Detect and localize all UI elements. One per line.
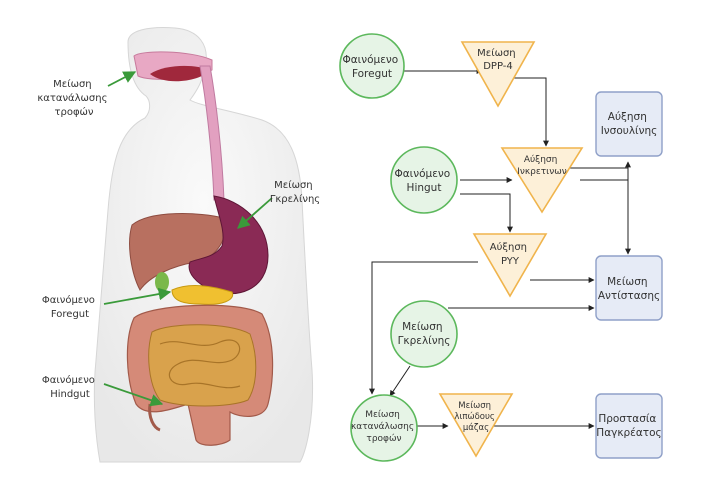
- label-foregut: Φαινόμενο Foregut: [42, 294, 98, 320]
- node-incretins: Αύξηση Ινκρετινων: [500, 147, 584, 214]
- label-reduce-food-intake: Μείωση κατανάλωσης τροφών: [37, 78, 110, 118]
- arrow-incretins-insulin: [580, 161, 631, 181]
- svg-text:Αύξηση Ινκρετινων: Αύξηση Ινκρετινων: [517, 154, 567, 177]
- node-fat-mass: Μείωση λιπώδους μάζας: [438, 393, 514, 458]
- node-dpp4: Μείωση DPP-4: [460, 41, 536, 108]
- svg-text:Προστασία Παγκρέατος: Προστασία Παγκρέατος: [596, 413, 661, 439]
- pancreas: [171, 285, 234, 305]
- label-arrow-food-intake: [107, 71, 137, 87]
- svg-text:Μείωση Αντίστασης: Μείωση Αντίστασης: [598, 276, 660, 302]
- node-food-intake: Μείωση κατανάλωσης τροφών: [350, 394, 418, 462]
- svg-text:Φαινόμενο Foregut: Φαινόμενο Foregut: [342, 54, 401, 80]
- small-intestine: [148, 324, 257, 407]
- node-pancreas: Προστασία Παγκρέατος: [595, 393, 663, 459]
- arrow-dpp4-incretins: [508, 77, 549, 147]
- anatomy-illustration: Μείωση κατανάλωσης τροφών Μείωση Γκρελίν…: [37, 27, 320, 463]
- label-reduce-ghrelin: Μείωση Γκρελίνης: [270, 179, 320, 205]
- svg-text:Αύξηση Ινσουλίνης: Αύξηση Ινσουλίνης: [601, 111, 658, 137]
- label-arrow-foregut: [103, 287, 172, 305]
- node-pyy: Αύξηση PYY: [472, 233, 548, 298]
- label-arrow-ghrelin: [237, 197, 273, 229]
- label-hindgut: Φαινόμενο Hindgut: [42, 374, 98, 400]
- svg-text:Μείωση κατανάλωσης: Μείωση κατανάλωσης τροφών: [351, 410, 417, 444]
- node-resistance: Μείωση Αντίστασης: [595, 255, 663, 321]
- svg-text:Μείωση λιπώδους μά: Μείωση λιπώδους μάζας: [454, 401, 497, 433]
- node-hingut: Φαινόμενο Hingut: [390, 146, 458, 214]
- arrow-hingut-pyy: [460, 193, 513, 233]
- small-intestine-coils: [159, 339, 241, 389]
- node-foregut: Φαινόμενο Foregut: [339, 33, 405, 99]
- node-ghrelin: Μείωση Γκρελίνης: [390, 300, 458, 368]
- gallbladder: [155, 272, 169, 292]
- node-insulin: Αύξηση Ινσουλίνης: [595, 91, 663, 157]
- svg-text:Αύξηση PYY: Αύξηση PYY: [490, 241, 530, 267]
- label-arrow-hindgut: [103, 383, 164, 407]
- svg-text:Μείωση Γκρελίνης: Μείωση Γκρελίνης: [398, 321, 451, 347]
- arrow-pyy-food-intake: [369, 261, 478, 395]
- flow-arrows: [369, 68, 631, 429]
- arrow-ghrelin-food-intake: [389, 365, 411, 397]
- svg-text:Μείωση DPP-4: Μείωση DPP-4: [477, 47, 519, 72]
- appendix: [148, 403, 161, 432]
- arrow-incretins-resistance: [562, 167, 631, 255]
- svg-text:Φαινόμενο Hingut: Φαινόμενο Hingut: [394, 168, 453, 194]
- tongue: [150, 65, 210, 82]
